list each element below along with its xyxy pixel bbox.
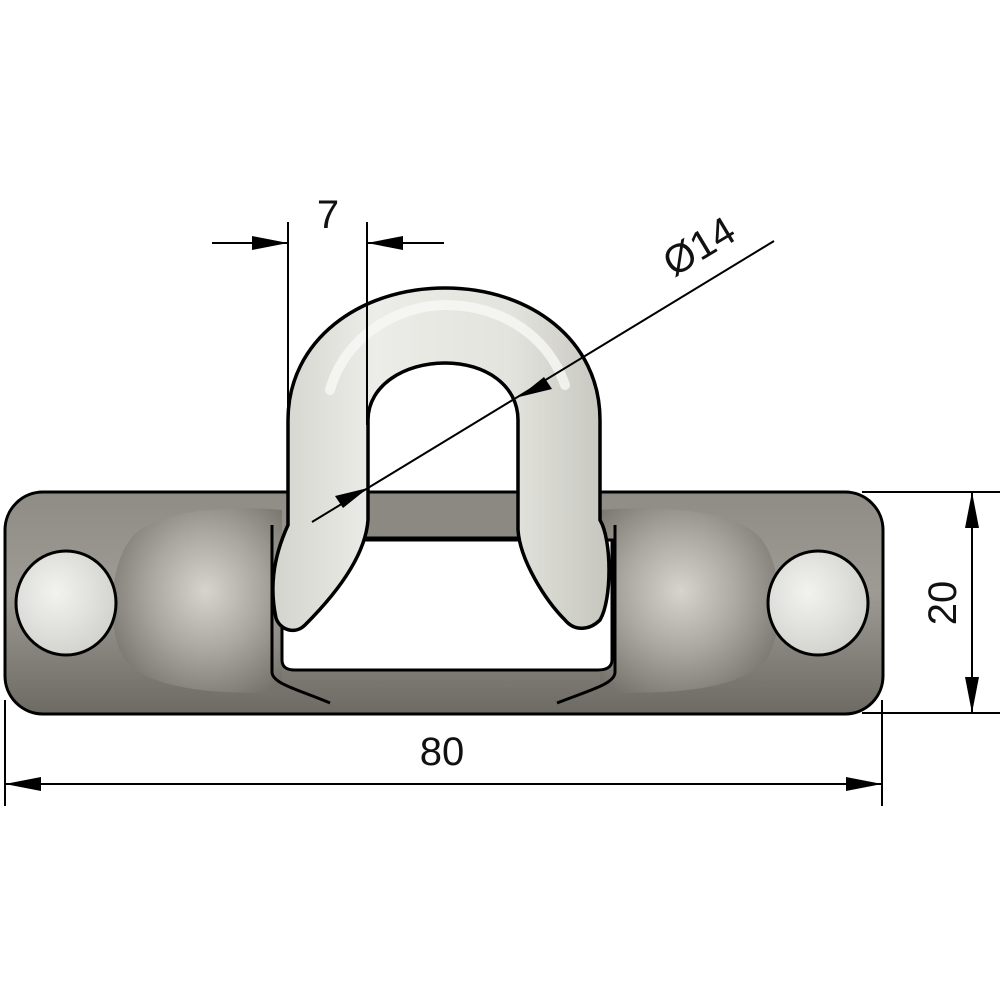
arrowhead-left bbox=[252, 236, 288, 250]
arrowhead-right bbox=[367, 236, 403, 250]
crossbar bbox=[358, 490, 522, 540]
d-ring bbox=[271, 286, 611, 633]
right-mounting-hole bbox=[766, 549, 870, 657]
arrowhead-inner bbox=[335, 488, 368, 508]
arrowhead-top bbox=[965, 492, 979, 528]
left-mounting-hole bbox=[14, 549, 118, 657]
right-strap-fold bbox=[556, 525, 617, 705]
arrowhead-bottom bbox=[965, 677, 979, 713]
arrowhead-outer bbox=[519, 377, 552, 397]
dimension-ring-thickness: 7 bbox=[212, 193, 444, 425]
plate-height-label: 20 bbox=[921, 581, 965, 626]
plate-length-label: 80 bbox=[420, 730, 465, 774]
dimension-plate-height: 20 bbox=[862, 491, 1000, 714]
left-dome bbox=[112, 508, 283, 693]
ring-body bbox=[271, 286, 611, 633]
left-strap-fold bbox=[270, 525, 331, 705]
arrowhead-left-end bbox=[5, 777, 41, 791]
ring-thickness-label: 7 bbox=[317, 193, 339, 237]
right-dome bbox=[600, 508, 780, 693]
ring-highlight bbox=[325, 299, 570, 395]
arrowhead-right-end bbox=[846, 777, 882, 791]
ring-diameter-label: Ø14 bbox=[656, 209, 743, 286]
dimension-plate-length: 80 bbox=[4, 700, 883, 806]
